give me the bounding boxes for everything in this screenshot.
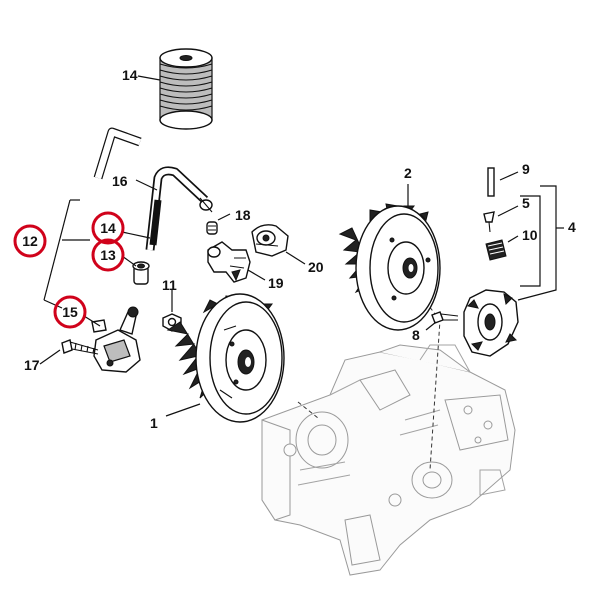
bracket-12 [43, 199, 90, 309]
callout-5: 5 [522, 195, 530, 211]
pickup-body-part-15 [91, 306, 141, 373]
elbow-fitting-part-19 [207, 241, 251, 283]
oil-hose-part-16 [145, 166, 213, 251]
pawl-part-5 [483, 211, 495, 233]
spring-part-10 [485, 239, 507, 261]
callout-20: 20 [308, 259, 324, 275]
callout-18: 18 [235, 207, 251, 223]
highlight-ring-13 [91, 238, 125, 272]
callout-19: 19 [268, 275, 284, 291]
callout-9: 9 [522, 161, 530, 177]
callout-14: 14 [100, 220, 116, 236]
grommet-part-13 [132, 261, 150, 285]
line-spool-part-14 [159, 48, 213, 130]
callout-14-spool: 14 [122, 67, 138, 83]
callout-4: 4 [568, 219, 576, 235]
assembly-line-flywheel [297, 401, 319, 419]
callout-12: 12 [22, 233, 38, 249]
highlight-ring-14 [91, 211, 125, 245]
screw-part-8 [431, 311, 459, 324]
screw-part-17 [61, 339, 99, 355]
callout-11: 11 [162, 277, 177, 293]
highlight-ring-15 [53, 295, 87, 329]
highlight-ring-12 [13, 224, 47, 258]
callout-17: 17 [24, 357, 40, 373]
crankcase-housing [261, 344, 516, 576]
callout-8: 8 [412, 327, 420, 343]
pawl-carrier-part-4 [463, 289, 519, 357]
bracket-4-5 [517, 185, 564, 301]
callout-1: 1 [150, 415, 158, 431]
callout-10: 10 [522, 227, 538, 243]
callout-15: 15 [62, 304, 78, 320]
callout-13: 13 [100, 247, 116, 263]
hose-clip-part-18 [206, 221, 218, 235]
callout-16: 16 [112, 173, 128, 189]
pin-part-9 [487, 167, 495, 197]
flywheel-part-1 [166, 293, 285, 423]
oil-pump-part-20 [251, 224, 289, 257]
callout-2: 2 [404, 165, 412, 181]
fan-wheel-part-2 [338, 203, 441, 331]
